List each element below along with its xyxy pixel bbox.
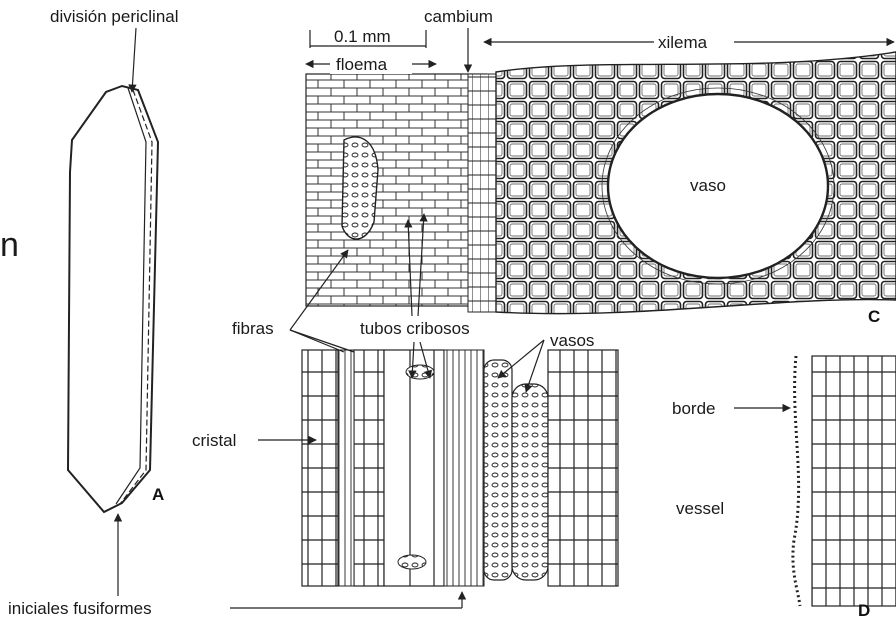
division-periclinal-pointer <box>132 28 136 92</box>
xilema-label: xilema <box>658 33 708 52</box>
vessel-label: vessel <box>676 499 724 518</box>
fibras-pointer-3 <box>290 330 354 352</box>
cristal-label: cristal <box>192 431 236 450</box>
ray-cells-column-1 <box>302 350 338 586</box>
iniciales-fusiformes-label: iniciales fusiformes <box>8 599 152 618</box>
sieve-plate-bottom <box>398 555 426 569</box>
fusiform-initial-drawing <box>68 86 158 512</box>
transverse-section <box>306 52 896 314</box>
bordered-pit-section <box>793 356 896 606</box>
vessel-pitted-2 <box>512 384 548 580</box>
xylem-longitudinal <box>548 350 618 586</box>
fibers-column <box>338 350 354 586</box>
tracheid-cells <box>812 356 896 606</box>
longitudinal-section <box>302 350 618 586</box>
panel-d-letter: D <box>858 601 870 620</box>
vaso-label: vaso <box>690 176 726 195</box>
division-periclinal-label: división periclinal <box>50 7 179 26</box>
cambium-tissue <box>468 74 498 312</box>
vasos-label: vasos <box>550 331 594 350</box>
fibras-label: fibras <box>232 319 274 338</box>
tubos-cribosos-label: tubos cribosos <box>360 319 470 338</box>
scale-label: 0.1 mm <box>334 27 391 46</box>
vessel-pitted-1 <box>484 360 512 580</box>
cambium-label: cambium <box>424 7 493 26</box>
ray-cells-column-2 <box>354 350 384 586</box>
crystal-cells-cluster <box>342 137 378 239</box>
panel-a-letter: A <box>152 485 164 504</box>
cut-off-letter: n <box>0 226 19 264</box>
borde-label: borde <box>672 399 715 418</box>
panel-c-letter: C <box>868 307 880 326</box>
sieve-tubes-column <box>384 350 444 586</box>
floema-label: floema <box>336 55 388 74</box>
parenchyma-lines <box>444 350 484 586</box>
